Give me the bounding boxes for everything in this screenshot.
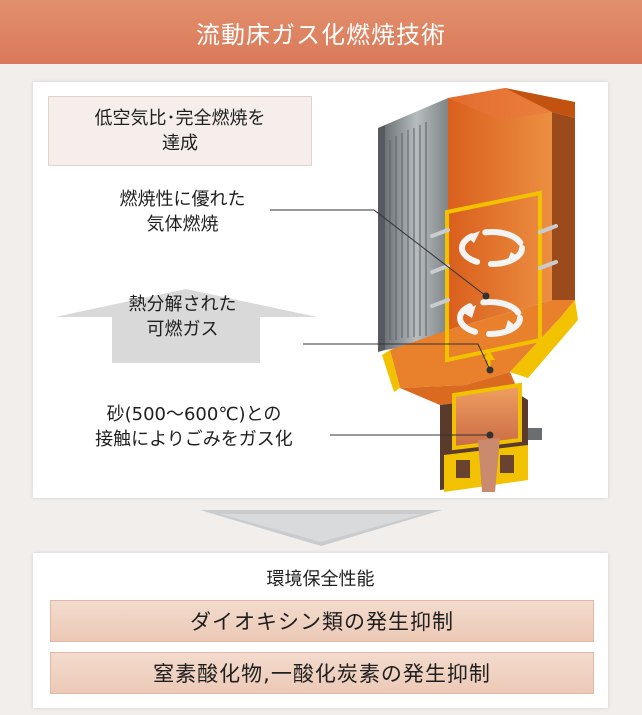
sand-bed	[440, 382, 542, 492]
performance-item-label: ダイオキシン類の発生抑制	[190, 610, 454, 634]
swirl-arrows	[457, 229, 525, 337]
page-title: 流動床ガス化燃焼技術	[196, 20, 446, 49]
down-arrow	[200, 510, 442, 546]
gas-combustion-line-1: 燃焼性に優れた	[119, 189, 246, 210]
combustion-zone-frame	[445, 190, 542, 363]
low-air-line-2: 達成	[162, 133, 198, 154]
swirl-arrowheads	[462, 231, 520, 333]
pyrolysis-gas-note: 熱分解された 可燃ガス	[100, 292, 265, 342]
air-nozzles	[430, 224, 558, 308]
sand-contact-line-1: 砂(500～600℃)との	[106, 404, 282, 425]
pyrolysis-line-2: 可燃ガス	[146, 319, 219, 340]
sand-contact-line-2: 接触によりごみをガス化	[95, 429, 293, 450]
upper-chamber	[448, 88, 575, 330]
gas-combustion-note: 燃焼性に優れた 気体燃焼	[95, 187, 270, 237]
performance-item-dioxin: ダイオキシン類の発生抑制	[50, 600, 594, 642]
low-air-line-1: 低空気比･完全燃焼を	[94, 108, 266, 129]
performance-item-nox-co: 窒素酸化物,一酸化炭素の発生抑制	[50, 652, 594, 694]
gas-combustion-line-2: 気体燃焼	[146, 214, 219, 235]
pyrolysis-line-1: 熱分解された	[128, 294, 237, 315]
callout-lines	[270, 209, 494, 439]
low-air-ratio-note: 低空気比･完全燃焼を 達成	[48, 96, 312, 166]
upward-gas-arrow	[55, 289, 317, 363]
performance-title: 環境保全性能	[266, 569, 375, 590]
page-header: 流動床ガス化燃焼技術	[0, 0, 642, 64]
furnace-wall	[378, 98, 448, 352]
sand-contact-note: 砂(500～600℃)との 接触によりごみをガス化	[60, 402, 328, 452]
performance-item-label: 窒素酸化物,一酸化炭素の発生抑制	[153, 662, 491, 686]
